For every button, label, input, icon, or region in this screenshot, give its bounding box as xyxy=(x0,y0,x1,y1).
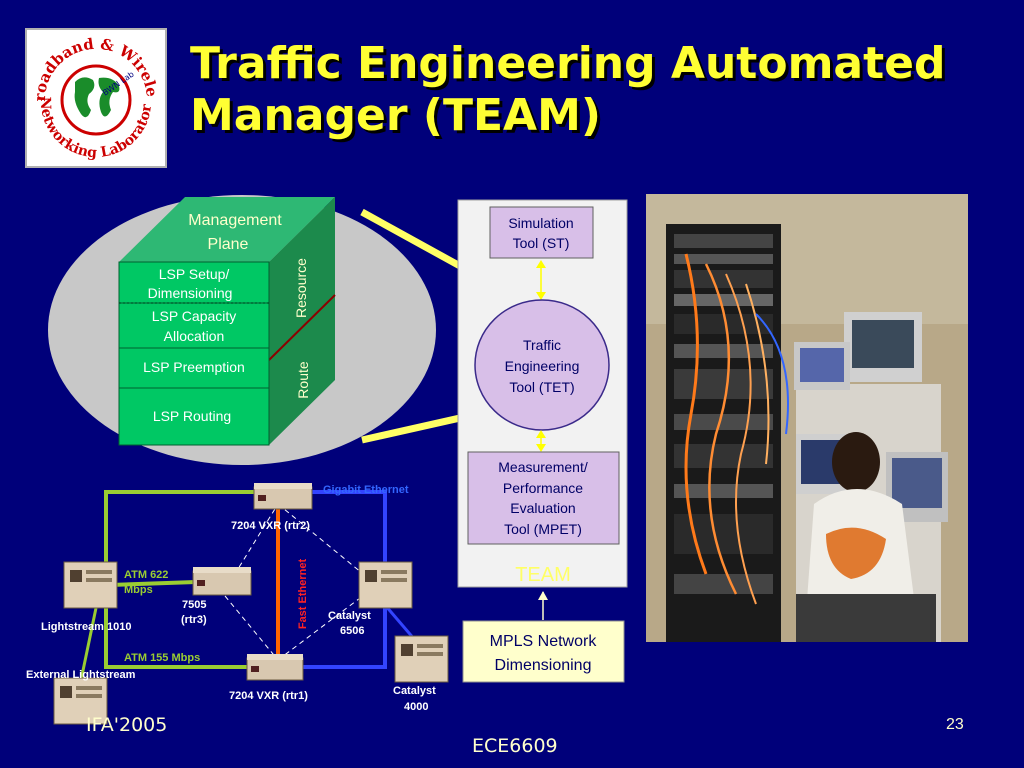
atm-link-lightstream-rtr2 xyxy=(104,490,283,585)
mpet-label-2: Performance xyxy=(503,480,583,496)
management-plane-cube xyxy=(118,197,336,446)
tet-label-1: Traffic xyxy=(523,337,561,353)
label-lightstream1010: Lightstream 1010 xyxy=(41,621,131,633)
gigabit-link-rtr2-catalyst xyxy=(283,490,387,572)
label-gigabit: Gigabit Ethernet xyxy=(323,484,409,496)
mpls-label-1: MPLS Network xyxy=(490,633,598,650)
tet-label-2: Engineering xyxy=(505,358,580,374)
team-label: TEAM xyxy=(515,564,571,586)
mpls-network-dimensioning-box xyxy=(462,620,625,683)
label-external-lightstream: External Lightstream xyxy=(26,669,136,681)
simulation-tool-box xyxy=(489,206,594,259)
layer-lsp-routing xyxy=(118,387,270,446)
traffic-engineering-tool xyxy=(474,299,610,431)
mpet-label-1: Measurement/ xyxy=(498,459,588,475)
mpet-box xyxy=(467,451,620,545)
cube-side-face xyxy=(269,197,335,445)
switch-lightstream1010-icon xyxy=(63,561,118,609)
cube-top-face xyxy=(119,197,335,262)
router-rtr2-icon xyxy=(253,483,313,510)
title-line-2: Manager (TEAM) xyxy=(190,90,601,141)
layer-label-setup-1: LSP Setup/ xyxy=(159,266,230,282)
cube-top-label-1: Management xyxy=(188,212,282,229)
bwn-lab-logo: Broadband & Wireless Networking Laborato… xyxy=(21,16,167,168)
footer-conference: IFA'2005 xyxy=(86,714,168,736)
tet-label-3: Tool (TET) xyxy=(509,379,574,395)
person-head xyxy=(832,432,880,492)
layer-label-routing: LSP Routing xyxy=(153,408,231,424)
layer-label-setup-2: Dimensioning xyxy=(148,285,233,301)
label-catalyst6506-2: 6506 xyxy=(340,625,364,637)
label-rtr3-2: (rtr3) xyxy=(181,614,207,626)
label-atm155: ATM 155 Mbps xyxy=(124,652,200,664)
st-label-1: Simulation xyxy=(508,215,573,231)
lab-photo-graphic xyxy=(646,194,968,642)
mpls-label-2: Dimensioning xyxy=(495,657,592,674)
atm-link-lightstream-rtr1 xyxy=(104,585,275,669)
layer-label-preemption: LSP Preemption xyxy=(143,359,245,375)
label-rtr2: 7204 VXR (rtr2) xyxy=(231,520,310,532)
router-rtr1-icon xyxy=(246,654,304,681)
label-rtr3-1: 7505 xyxy=(182,599,206,611)
footer-course: ECE6609 xyxy=(472,735,558,757)
label-rtr1: 7204 VXR (rtr1) xyxy=(229,690,308,702)
label-catalyst4000-1: Catalyst xyxy=(393,685,436,697)
mpet-label-4: Tool (MPET) xyxy=(504,521,582,537)
gigabit-link-catalyst-rtr1 xyxy=(283,600,387,669)
cube-top-label-2: Plane xyxy=(208,236,249,253)
logo-graphic: Broadband & Wireless Networking Laborato… xyxy=(21,16,161,161)
title-line-1: Traffic Engineering Automated xyxy=(190,38,946,89)
external-link xyxy=(78,607,98,686)
layer-label-capacity-1: LSP Capacity xyxy=(152,308,237,324)
side-label-route: Route xyxy=(295,361,311,399)
slide-title: Traffic Engineering Automated Manager (T… xyxy=(190,38,1010,142)
router-rtr3-icon xyxy=(192,567,252,596)
lab-photo xyxy=(646,194,968,642)
switch-catalyst4000-icon xyxy=(394,635,449,683)
server-rack xyxy=(666,224,781,642)
label-atm622-2: Mbps xyxy=(124,584,153,596)
st-label-2: Tool (ST) xyxy=(513,235,570,251)
label-fast-ethernet: Fast Ethernet xyxy=(297,559,309,630)
cube-side-divider xyxy=(268,294,336,361)
switch-external-lightstream-icon xyxy=(53,677,108,725)
layer-lsp-preemption xyxy=(118,347,270,389)
mpet-label-3: Evaluation xyxy=(510,500,575,516)
layer-lsp-capacity xyxy=(118,302,270,349)
side-label-resource: Resource xyxy=(293,258,309,318)
switch-catalyst6506-icon xyxy=(358,561,413,609)
atm622-link xyxy=(109,580,197,587)
label-catalyst4000-2: 4000 xyxy=(404,701,428,713)
gigabit-link-catalyst4000 xyxy=(383,604,417,641)
page-number: 23 xyxy=(946,716,964,733)
layer-label-capacity-2: Allocation xyxy=(164,328,225,344)
label-catalyst6506-1: Catalyst xyxy=(328,610,371,622)
label-atm622-1: ATM 622 xyxy=(124,569,168,581)
